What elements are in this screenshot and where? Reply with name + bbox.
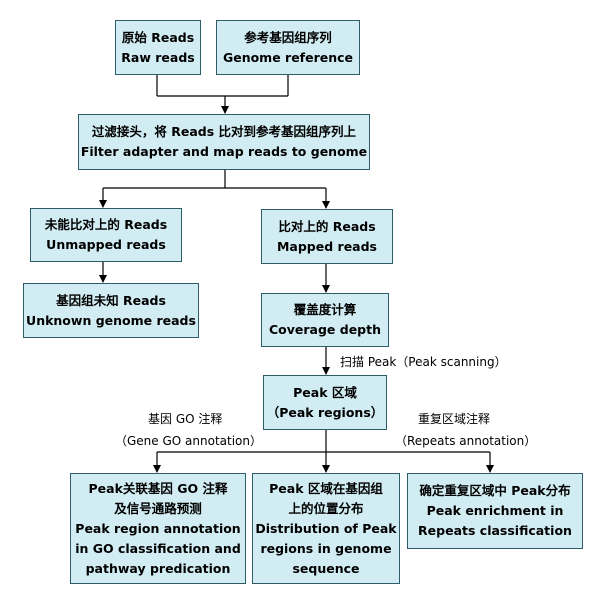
filter-map-zh: 过滤接头，将 Reads 比对到参考基因组序列上 [91,124,357,139]
unmapped-reads-box: 未能比对上的 Reads Unmapped reads [30,208,182,262]
distribution-box: Peak 区域在基因组 上的位置分布 Distribution of Peak … [252,473,400,584]
unknown-genome-en: Unknown genome reads [26,312,196,328]
genome-reference-box: 参考基因组序列 Genome reference [216,20,360,75]
coverage-depth-zh: 覆盖度计算 [293,302,357,317]
mapped-reads-en: Mapped reads [276,238,377,254]
repeats-enrichment-en-line2: Repeats classification [418,523,572,538]
unmapped-reads-en: Unmapped reads [46,237,166,252]
go-annotation-label-zh: 基因 GO 注释 [148,412,223,426]
distribution-en-line3: sequence [292,560,360,576]
coverage-depth-box: 覆盖度计算 Coverage depth [261,293,389,347]
unknown-genome-box: 基因组未知 Reads Unknown genome reads [23,283,199,338]
filter-map-en: Filter adapter and map reads to genome [80,144,368,159]
peak-regions-box: Peak 区域 （Peak regions） [263,375,387,430]
filter-map-box: 过滤接头，将 Reads 比对到参考基因组序列上 Filter adapter … [78,114,370,170]
go-annotation-zh-line1: Peak关联基因 GO 注释 [88,480,228,496]
peak-regions-en: （Peak regions） [266,404,384,420]
go-annotation-label-en: （Gene GO annotation） [115,434,262,448]
repeats-enrichment-box: 确定重复区域中 Peak分布 Peak enrichment in Repeat… [407,473,583,549]
peak-regions-zh: Peak 区域 [293,384,357,400]
mapped-reads-zh: 比对上的 Reads [278,218,376,234]
repeats-annotation-label-en: （Repeats annotation） [395,434,537,448]
distribution-zh-line1: Peak 区域在基因组 [269,480,383,496]
genome-reference-zh: 参考基因组序列 [244,29,332,45]
repeats-annotation-label-zh: 重复区域注释 [418,412,491,426]
distribution-en-line2: regions in genome [260,540,392,556]
go-annotation-zh-line2: 及信号通路预测 [114,500,202,516]
repeats-enrichment-en-line1: Peak enrichment in [426,503,564,518]
coverage-depth-en: Coverage depth [268,322,381,337]
raw-reads-box: 原始 Reads Raw reads [115,20,201,75]
peak-scanning-label: 扫描 Peak（Peak scanning） [340,355,507,369]
raw-reads-zh: 原始 Reads [121,29,195,45]
go-annotation-en-line3: pathway predication [85,560,231,576]
distribution-zh-line2: 上的位置分布 [288,500,364,516]
raw-reads-en: Raw reads [121,49,195,65]
go-annotation-en-line2: in GO classification and [75,540,241,556]
go-annotation-box: Peak关联基因 GO 注释 及信号通路预测 Peak region annot… [70,473,246,584]
unknown-genome-zh: 基因组未知 Reads [56,292,166,308]
repeats-enrichment-zh: 确定重复区域中 Peak分布 [419,483,571,498]
unmapped-reads-zh: 未能比对上的 Reads [44,217,168,232]
go-annotation-en-line1: Peak region annotation [75,520,241,536]
mapped-reads-box: 比对上的 Reads Mapped reads [261,209,393,264]
genome-reference-en: Genome reference [222,49,354,65]
distribution-en-line1: Distribution of Peak [255,520,397,536]
